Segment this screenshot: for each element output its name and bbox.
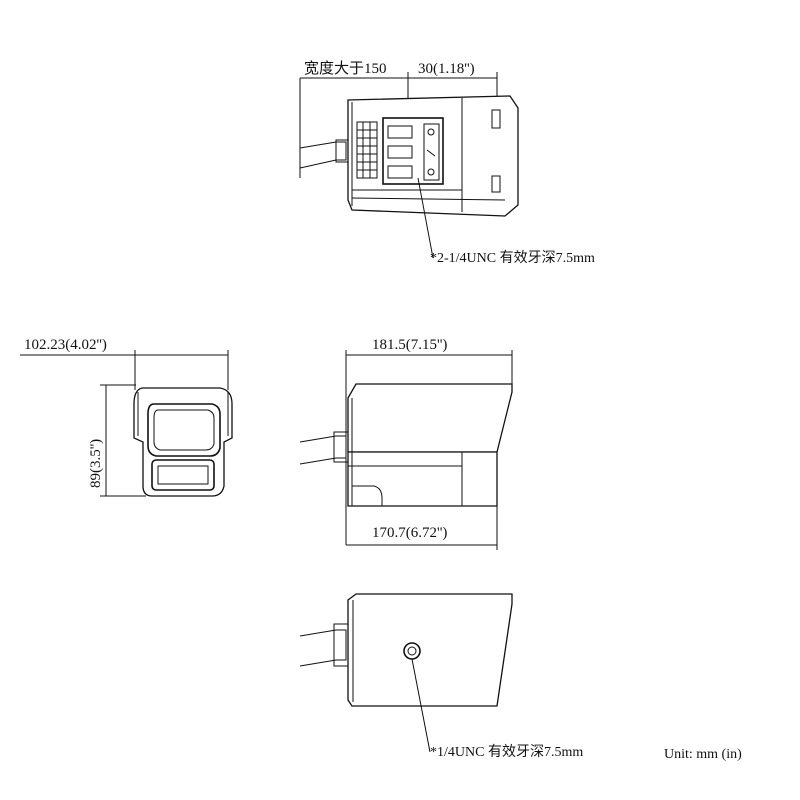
top-mount-note: *2-1/4UNC 有效牙深7.5mm bbox=[430, 250, 595, 266]
side-length-label: 181.5(7.15'') bbox=[372, 337, 447, 353]
front-width-label: 102.23(4.02'') bbox=[24, 337, 107, 353]
bottom-view: *1/4UNC 有效牙深7.5mm bbox=[299, 593, 583, 760]
side-bottom-length-label: 170.7(6.72'') bbox=[372, 525, 447, 541]
bracket-width-label: 30(1.18'') bbox=[418, 61, 475, 77]
bottom-mount-note: *1/4UNC 有效牙深7.5mm bbox=[430, 744, 583, 760]
side-view: 181.5(7.15'') 170.7(6.72'') bbox=[299, 337, 513, 550]
front-height-label: 89(3.5'') bbox=[88, 439, 104, 488]
unit-label: Unit: mm (in) bbox=[664, 747, 742, 762]
vent-grid bbox=[357, 122, 377, 178]
front-view: 102.23(4.02'') 89(3.5'') bbox=[20, 337, 233, 497]
cable-clearance-label: 宽度大于150 bbox=[304, 60, 387, 77]
top-view: 宽度大于150 30(1.18'') bbox=[299, 60, 595, 266]
